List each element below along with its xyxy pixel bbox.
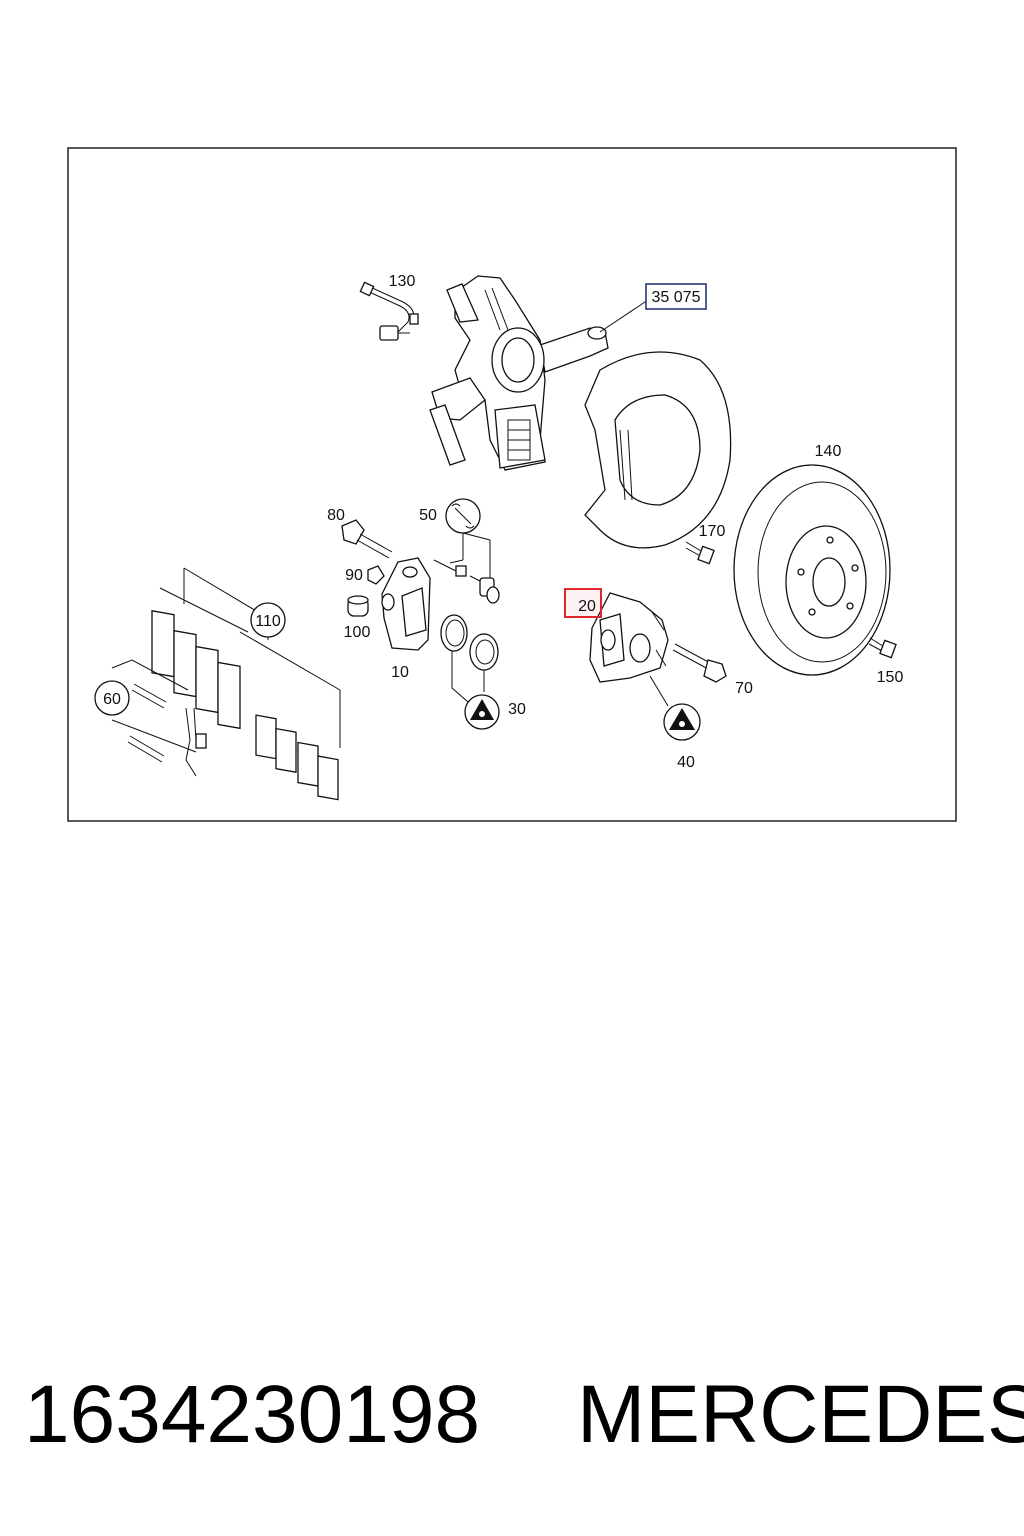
part-60-label: 60 [103,691,121,708]
cap-100 [347,595,369,617]
part-110-badge [250,602,286,638]
part-80-label: 80 [327,507,345,524]
part-60-badge [94,680,130,716]
part-170-label: 170 [699,523,726,540]
ref-35075-label: 35 075 [652,289,701,306]
part-30-label: 30 [508,701,526,718]
part-110-label: 110 [255,613,281,630]
repair-kit-30-icon [464,694,500,730]
seal-kit-30 [440,614,499,703]
part-100-label: 100 [344,624,371,641]
part-number: 1634230198 [24,1369,481,1460]
brake-pad-set-110 [151,567,341,801]
part-150-label: 150 [877,669,904,686]
footer: 1634230198 MERCEDES [0,1368,1024,1468]
brand-name: MERCEDES [577,1369,1024,1460]
bolt-80 [341,519,393,559]
part-90-label: 90 [345,567,363,584]
pin-kit-60 [111,659,207,777]
ref-35075-callout[interactable]: 35 075 [645,283,707,310]
part-140-label: 140 [815,443,842,460]
part-70-label: 70 [735,680,753,697]
wear-sensor [359,281,419,341]
part-40-label: 40 [677,754,695,771]
part-20-label: 20 [578,598,596,615]
wrench-icon [445,498,481,534]
splash-shield [584,351,732,549]
steering-knuckle [429,275,609,471]
caliper-carrier-10 [381,557,431,651]
part-10-label: 10 [391,664,409,681]
bleeder-90 [367,565,385,585]
repair-kit-40-icon [663,703,701,741]
brake-caliper-20 [589,592,669,683]
part-130-label: 130 [389,273,416,290]
bolt-150 [868,637,897,659]
part-50-label: 50 [419,507,437,524]
part-20-highlight[interactable]: 20 [564,588,602,618]
brake-disc [733,464,891,676]
parts-diagram: 35 075 130 140 170 [67,147,957,822]
bolt-70 [672,643,727,683]
bolt-170 [685,541,715,565]
guide-pin-kit-50 [433,532,500,604]
